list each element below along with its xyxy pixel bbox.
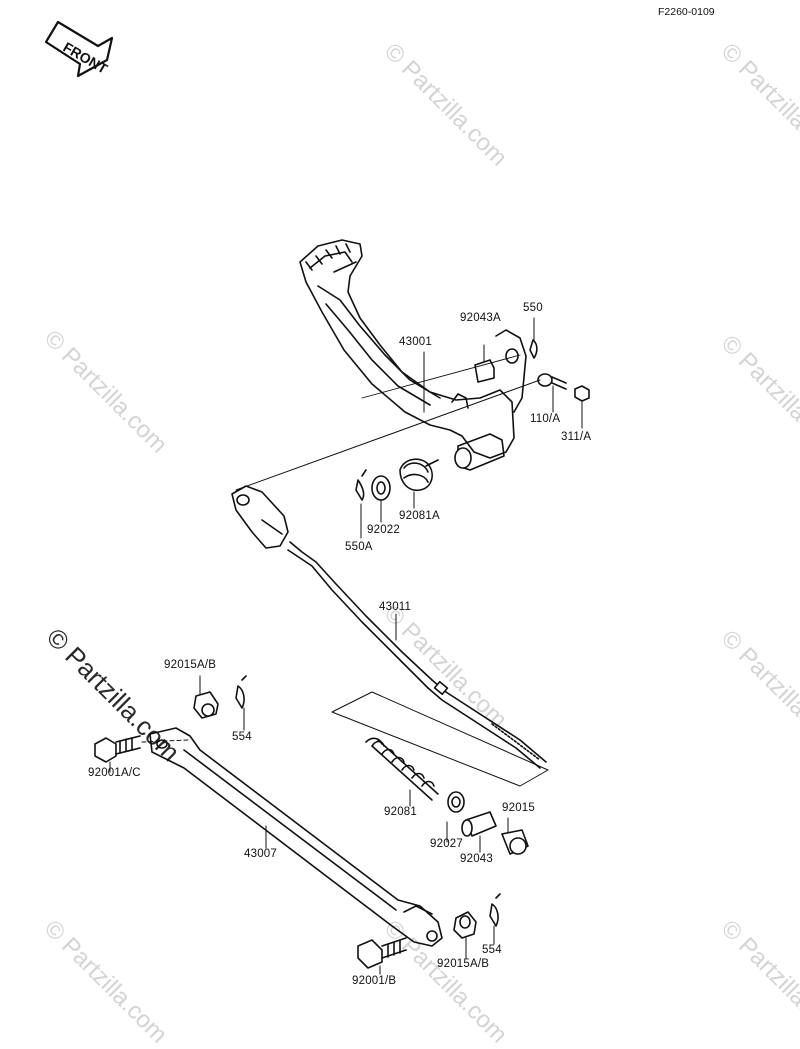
part-label: 92001/B bbox=[352, 975, 397, 987]
diagram-code: F2260-0109 bbox=[658, 6, 715, 18]
spring-92081a bbox=[399, 458, 439, 509]
brake-pedal bbox=[299, 239, 527, 471]
part-label: 554 bbox=[482, 944, 502, 956]
part-label: 92043A bbox=[460, 312, 501, 324]
part-label: 554 bbox=[232, 731, 252, 743]
spring-92081 bbox=[365, 737, 439, 807]
collar-92027 bbox=[446, 791, 465, 843]
bushing-92015ab-top bbox=[193, 675, 219, 719]
part-label: 311/A bbox=[561, 431, 592, 443]
parts-diagram: FRONT bbox=[44, 20, 590, 975]
bolt-110a bbox=[537, 373, 567, 413]
clevis-top bbox=[231, 485, 289, 549]
bushing-92015ab-bottom bbox=[453, 911, 477, 959]
part-label: 43001 bbox=[399, 336, 432, 348]
part-label: 92043 bbox=[460, 853, 493, 865]
part-label: 92081 bbox=[384, 806, 417, 818]
pin-92043a bbox=[474, 344, 495, 383]
bolt-92001ac bbox=[94, 735, 141, 773]
front-arrow-icon bbox=[44, 20, 114, 78]
pin-92043 bbox=[461, 811, 497, 853]
part-label: 92015A/B bbox=[437, 958, 490, 970]
lever-43007 bbox=[149, 727, 443, 947]
part-label: 92015 bbox=[502, 802, 535, 814]
part-label: 92022 bbox=[367, 524, 400, 536]
part-label: 550A bbox=[345, 541, 373, 553]
part-label: 550 bbox=[523, 302, 543, 314]
cotter-pin-550a bbox=[355, 469, 367, 539]
washer-92022 bbox=[371, 475, 391, 523]
part-label: 92081A bbox=[399, 510, 440, 522]
bushing-92015 bbox=[501, 817, 529, 855]
brake-rod-43011 bbox=[287, 541, 547, 769]
nut-311a bbox=[574, 385, 590, 429]
part-label: 92001A/C bbox=[88, 767, 141, 779]
bolt-92001b bbox=[357, 937, 407, 975]
part-label: 43011 bbox=[379, 601, 412, 613]
cotter-pin-550 bbox=[529, 317, 538, 359]
cotter-pin-554-top bbox=[235, 675, 247, 731]
part-label: 92027 bbox=[430, 838, 463, 850]
part-label: 110/A bbox=[530, 413, 561, 425]
cotter-pin-554-bottom bbox=[489, 893, 501, 945]
part-label: 92015A/B bbox=[164, 659, 217, 671]
part-label: 43007 bbox=[244, 848, 277, 860]
